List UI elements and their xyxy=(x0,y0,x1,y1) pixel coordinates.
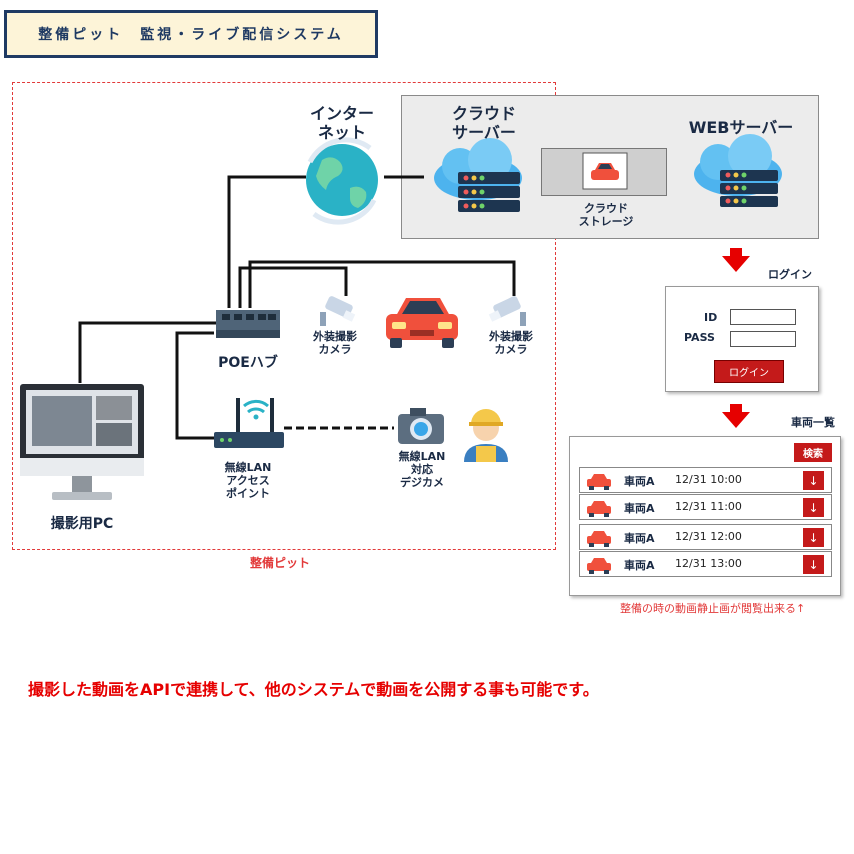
wifi-access-point-icon xyxy=(214,398,284,448)
internet-label: インター ネット xyxy=(309,104,374,143)
vehicle-name: 車両A xyxy=(624,559,655,572)
car-icon xyxy=(587,474,611,490)
hub-to-pc-line xyxy=(78,321,218,383)
camera-left-label: 外装撮影 カメラ xyxy=(313,330,357,357)
pc-label: 撮影用PC xyxy=(50,516,114,532)
worker-icon xyxy=(464,409,508,462)
vehicle-name: 車両A xyxy=(624,475,655,488)
id-label: ID xyxy=(704,311,718,324)
search-button[interactable]: 検索 xyxy=(794,443,832,462)
wifi-ap-label: 無線LAN アクセス ポイント xyxy=(224,461,272,501)
maintenance-pit-frame xyxy=(12,82,556,550)
web-server-label: WEBサーバー xyxy=(688,118,794,137)
download-arrow-icon: ↓ xyxy=(808,473,819,488)
vehicle-time: 12/31 10:00 xyxy=(675,473,742,486)
download-button[interactable]: ↓ xyxy=(803,528,824,547)
download-button[interactable]: ↓ xyxy=(803,498,824,517)
download-arrow-icon: ↓ xyxy=(808,530,819,545)
hub-to-ap-line xyxy=(175,331,214,440)
vehicle-name: 車両A xyxy=(624,532,655,545)
cloud-server-label: クラウド サーバー xyxy=(451,104,516,143)
security-camera-left-icon xyxy=(320,296,356,326)
id-input[interactable] xyxy=(730,309,796,325)
vehicle-row[interactable]: 車両A 12/31 10:00 ↓ xyxy=(579,467,832,493)
car-icon xyxy=(587,501,611,517)
api-integration-note: 撮影した動画をAPIで連携して、他のシステムで動画を公開する事も可能です。 xyxy=(28,680,599,699)
car-icon xyxy=(587,531,611,547)
car-icon xyxy=(386,298,458,348)
vehicle-list-note: 整備の時の動画静止画が閲覧出来る↑ xyxy=(620,602,806,615)
vehicle-list-heading: 車両一覧 xyxy=(791,416,835,429)
pass-input[interactable] xyxy=(730,331,796,347)
cloud-storage-label: クラウド ストレージ xyxy=(578,202,634,229)
cloud-server-icon xyxy=(434,138,522,212)
download-button[interactable]: ↓ xyxy=(803,555,824,574)
vehicle-list-card: 検索 車両A 12/31 10:00 ↓ 車両A 12/31 11:00 ↓ 車… xyxy=(569,436,841,596)
login-heading: ログイン xyxy=(768,268,812,281)
vehicle-row[interactable]: 車両A 12/31 12:00 ↓ xyxy=(579,524,832,550)
login-card: ID PASS ログイン xyxy=(665,286,819,392)
hub-to-camera-left-line xyxy=(238,266,348,308)
flow-arrow-to-list xyxy=(722,404,750,428)
download-button[interactable]: ↓ xyxy=(803,471,824,490)
vehicle-name: 車両A xyxy=(624,502,655,515)
globe-icon xyxy=(306,137,378,225)
vehicle-row[interactable]: 車両A 12/31 11:00 ↓ xyxy=(579,494,832,520)
connection-lines xyxy=(78,175,516,440)
pass-label: PASS xyxy=(684,331,715,344)
security-camera-right-icon xyxy=(488,296,526,326)
hub-to-camera-right-line xyxy=(248,260,516,308)
vehicle-time: 12/31 12:00 xyxy=(675,530,742,543)
vehicle-time: 12/31 11:00 xyxy=(675,500,742,513)
hub-to-internet-line xyxy=(227,175,306,308)
poe-hub-label: POEハブ xyxy=(218,355,278,371)
digicam-label: 無線LAN 対応 デジカメ xyxy=(398,450,446,490)
poe-hub-icon xyxy=(216,310,280,338)
vehicle-time: 12/31 13:00 xyxy=(675,557,742,570)
maintenance-pit-label: 整備ピット xyxy=(250,556,311,570)
storage-car-icon xyxy=(582,152,628,190)
download-arrow-icon: ↓ xyxy=(808,500,819,515)
flow-arrow-to-login xyxy=(722,248,750,272)
web-server-icon xyxy=(694,134,782,207)
download-arrow-icon: ↓ xyxy=(808,557,819,572)
vehicle-row[interactable]: 車両A 12/31 13:00 ↓ xyxy=(579,551,832,577)
page-title: 整備ピット 監視・ライブ配信システム xyxy=(4,10,378,58)
digital-camera-icon xyxy=(398,408,444,444)
car-icon xyxy=(587,558,611,574)
login-button[interactable]: ログイン xyxy=(714,360,784,383)
pc-monitor-icon xyxy=(20,384,144,500)
camera-right-label: 外装撮影 カメラ xyxy=(489,330,533,357)
